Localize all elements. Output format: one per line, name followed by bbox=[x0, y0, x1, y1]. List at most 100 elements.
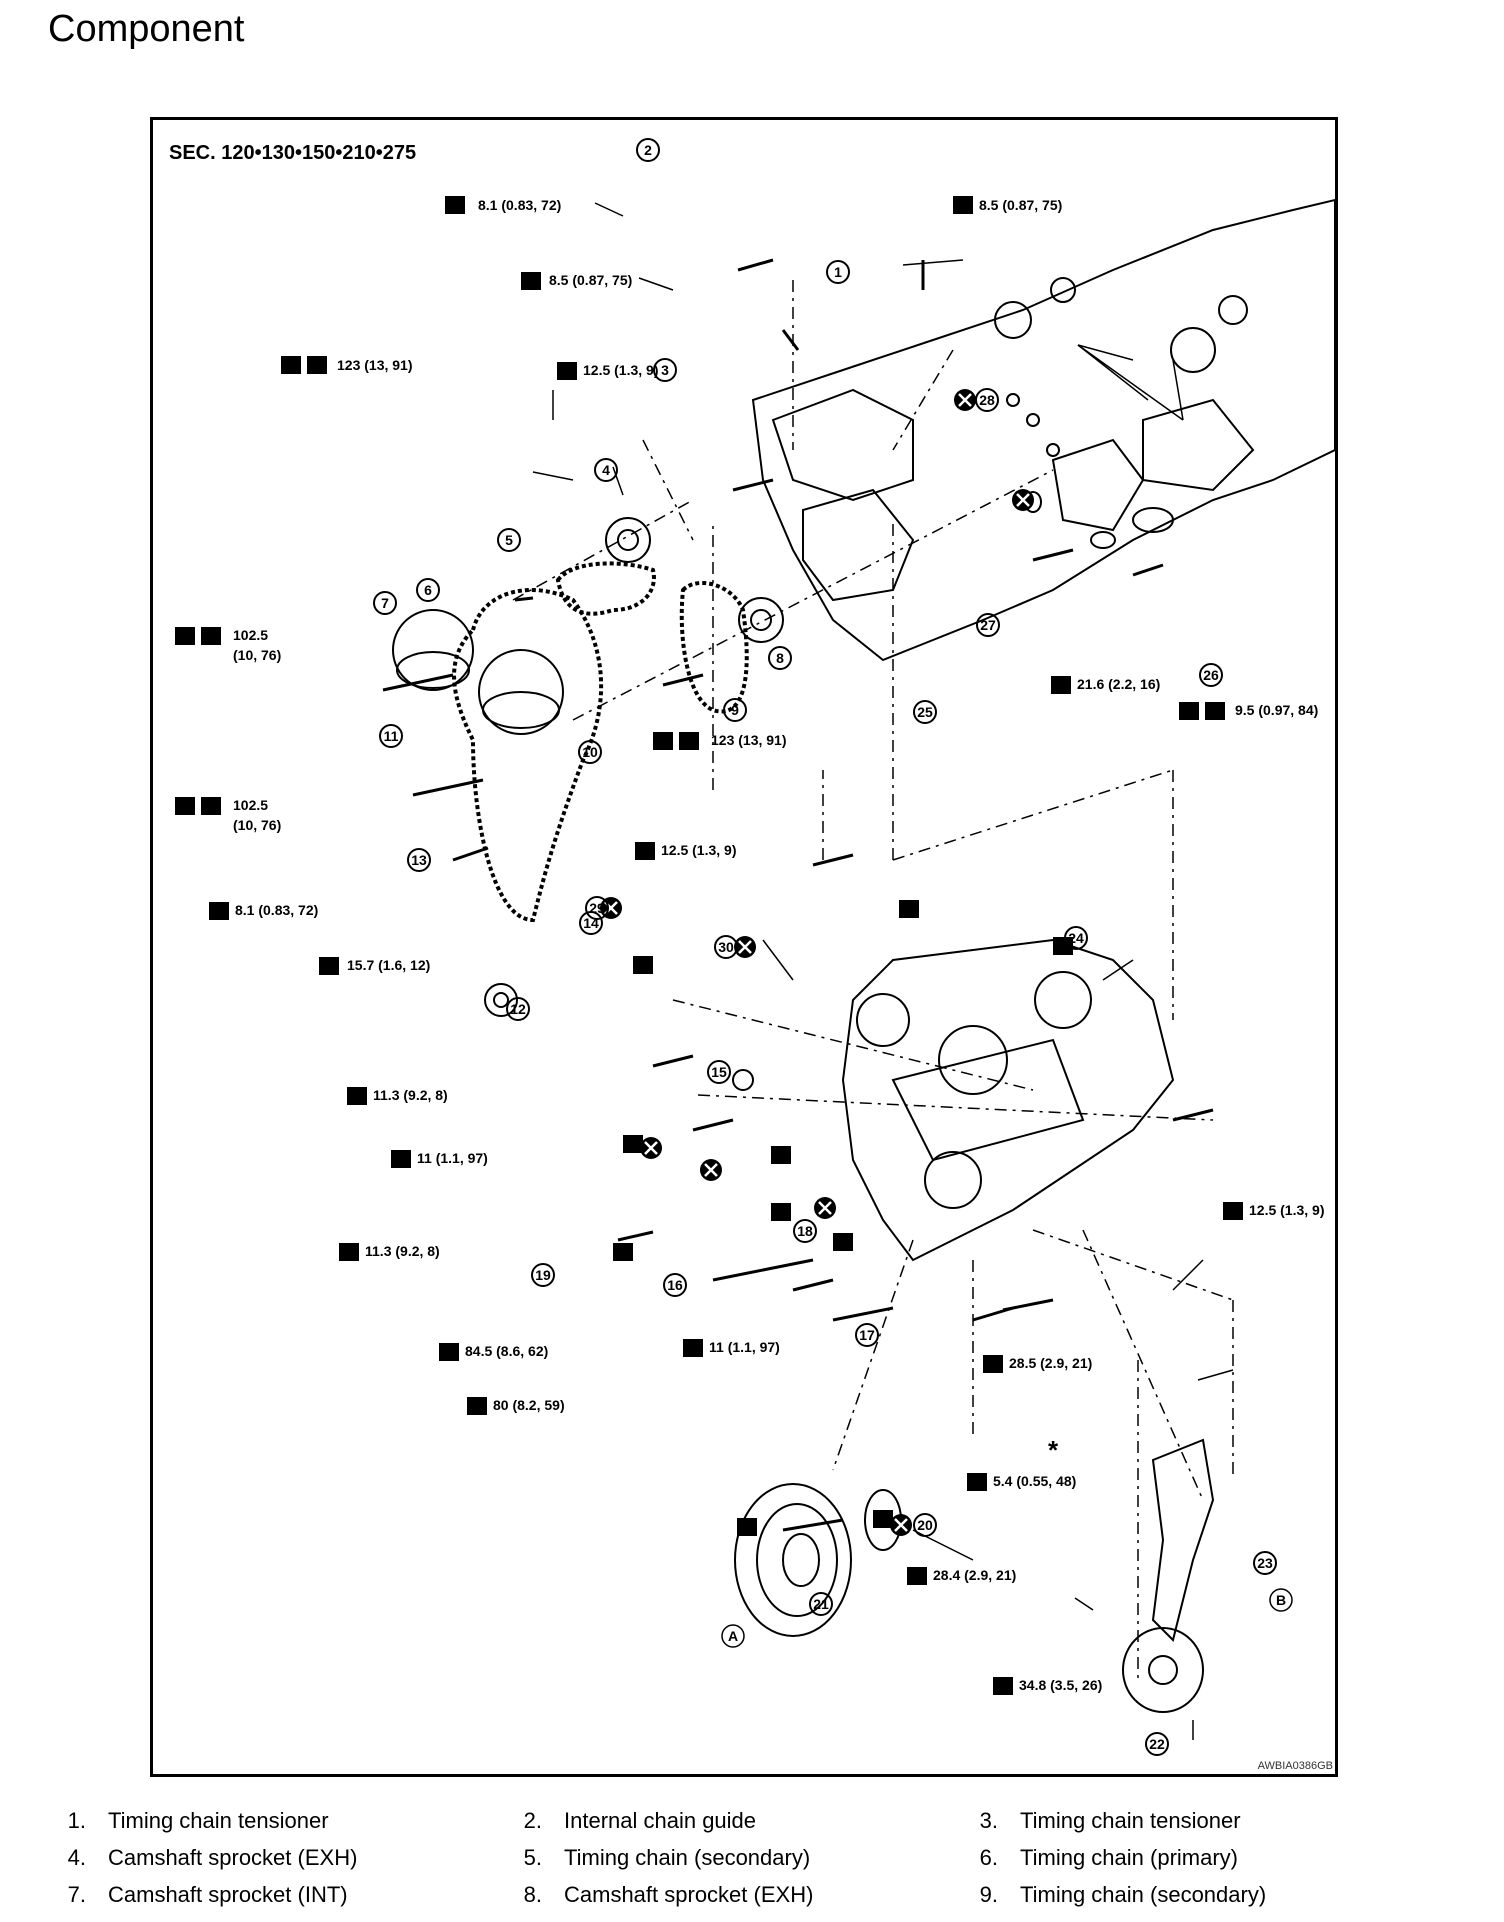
lubricate-icon bbox=[307, 356, 327, 374]
legend-item: 2.Internal chain guide bbox=[488, 1808, 756, 1834]
callout-number: 19 bbox=[535, 1267, 551, 1283]
torque-wrench-icon bbox=[635, 842, 655, 860]
callout-number: 29 bbox=[589, 900, 605, 916]
legend-item: 1. Timing chain tensioner bbox=[32, 1808, 329, 1834]
callout-number: 21 bbox=[813, 1596, 829, 1612]
torque-wrench-icon bbox=[983, 1355, 1003, 1373]
torque-label: 8.5 (0.87, 75) bbox=[979, 197, 1062, 213]
lubricate-icon bbox=[737, 1518, 757, 1536]
legend-item: 8.Camshaft sprocket (EXH) bbox=[488, 1882, 814, 1908]
torque-label: 102.5 bbox=[233, 797, 268, 813]
callout-numbers: 1 2 3 4 5 6 7 8 9 10 11 12 13 14 15 16 1… bbox=[381, 142, 1273, 1752]
callout-number: 22 bbox=[1149, 1736, 1165, 1752]
torque-wrench-icon bbox=[521, 272, 541, 290]
legend-number: 7. bbox=[67, 1882, 86, 1907]
callout-number: 14 bbox=[583, 915, 599, 931]
callout-number: 1 bbox=[834, 264, 842, 280]
sealant-icon bbox=[633, 956, 653, 974]
legend-number: 8. bbox=[523, 1882, 542, 1907]
torque-wrench-icon bbox=[319, 957, 339, 975]
sealant-icon bbox=[833, 1233, 853, 1251]
legend-number: 9. bbox=[979, 1882, 998, 1907]
chain-drawings bbox=[452, 561, 749, 923]
legend-text: Camshaft sprocket (EXH) bbox=[108, 1845, 358, 1870]
torque-wrench-icon bbox=[557, 362, 577, 380]
torque-icons bbox=[175, 196, 1243, 1695]
torque-label: 11.3 (9.2, 8) bbox=[365, 1243, 440, 1259]
assembly-guide-lines bbox=[512, 280, 1234, 1680]
engine-block-drawing bbox=[751, 198, 1335, 662]
leader-lines bbox=[532, 202, 1234, 1740]
torque-label: 34.8 (3.5, 26) bbox=[1019, 1677, 1102, 1693]
torque-wrench-icon bbox=[1223, 1202, 1243, 1220]
legend-text: Timing chain (secondary) bbox=[1020, 1882, 1267, 1907]
torque-wrench-icon bbox=[1205, 702, 1225, 720]
legend-number: 5. bbox=[523, 1845, 542, 1870]
torque-label: (10, 76) bbox=[233, 647, 281, 663]
lubricate-icon bbox=[201, 797, 221, 815]
sealant-icon bbox=[1179, 702, 1199, 720]
legend-number: 2. bbox=[523, 1808, 542, 1833]
legend-text: Timing chain (primary) bbox=[1020, 1845, 1239, 1870]
torque-label: 123 (13, 91) bbox=[337, 357, 413, 373]
legend-item: 3.Timing chain tensioner bbox=[944, 1808, 1241, 1834]
callout-number: 6 bbox=[424, 582, 432, 598]
torque-label: 80 (8.2, 59) bbox=[493, 1397, 565, 1413]
torque-label: 84.5 (8.6, 62) bbox=[465, 1343, 548, 1359]
torque-wrench-icon bbox=[683, 1339, 703, 1357]
sealant-icon bbox=[1053, 937, 1073, 955]
legend-number: 1. bbox=[67, 1808, 86, 1833]
callout-number: 9 bbox=[731, 702, 739, 718]
figure-code: AWBIA0386GB bbox=[1257, 1760, 1333, 1772]
callout-number: 5 bbox=[505, 532, 513, 548]
callout-number: 3 bbox=[661, 362, 669, 378]
torque-label: 8.5 (0.87, 75) bbox=[549, 272, 632, 288]
pulley-drawings bbox=[734, 1438, 1215, 1713]
front-cover-drawing bbox=[841, 938, 1175, 1262]
callout-number: 2 bbox=[644, 142, 652, 158]
callouts bbox=[373, 138, 1277, 1756]
bolt-drawings bbox=[382, 258, 1214, 1532]
torque-label: 12.5 (1.3, 9) bbox=[1249, 1202, 1325, 1218]
callout-number: 18 bbox=[797, 1223, 813, 1239]
torque-wrench-icon bbox=[209, 902, 229, 920]
callout-number: 10 bbox=[582, 744, 598, 760]
torque-wrench-icon bbox=[1051, 676, 1071, 694]
lubricate-icon bbox=[873, 1510, 893, 1528]
torque-wrench-icon bbox=[967, 1473, 987, 1491]
torque-wrench-icon bbox=[467, 1397, 487, 1415]
legend-text: Timing chain tensioner bbox=[108, 1808, 329, 1833]
do-not-reuse-icons bbox=[600, 389, 1034, 1536]
torque-label: 28.4 (2.9, 21) bbox=[933, 1567, 1016, 1583]
callout-number: 25 bbox=[917, 704, 933, 720]
lubricate-icon bbox=[623, 1135, 643, 1153]
torque-label: 8.1 (0.83, 72) bbox=[235, 902, 318, 918]
torque-wrench-icon bbox=[445, 196, 465, 214]
legend-text: Timing chain (secondary) bbox=[564, 1845, 811, 1870]
sealant-icon bbox=[899, 900, 919, 918]
torque-wrench-icon bbox=[907, 1567, 927, 1585]
torque-wrench-icon bbox=[347, 1087, 367, 1105]
torque-label: 8.1 (0.83, 72) bbox=[478, 197, 561, 213]
callout-number: 16 bbox=[667, 1277, 683, 1293]
torque-label: 12.5 (1.3, 9) bbox=[661, 842, 737, 858]
legend-item: 6. Timing chain (primary) bbox=[944, 1845, 1238, 1871]
lubricate-icon bbox=[771, 1203, 791, 1221]
callout-number: 27 bbox=[980, 617, 996, 633]
lubricate-icon bbox=[679, 732, 699, 750]
sealant-icon bbox=[613, 1243, 633, 1261]
section-reference: SEC. 120•130•150•210•275 bbox=[169, 142, 417, 164]
callout-number: 23 bbox=[1257, 1555, 1273, 1571]
legend-text: Timing chain tensioner bbox=[1020, 1808, 1241, 1833]
callout-number: 12 bbox=[510, 1001, 526, 1017]
callout-number: 24 bbox=[1068, 930, 1084, 946]
reference-letter: A bbox=[728, 1628, 738, 1644]
legend-number: 6. bbox=[979, 1845, 998, 1870]
torque-labels: 8.1 (0.83, 72) 8.5 (0.87, 75) 8.5 (0.87,… bbox=[233, 197, 1325, 1693]
legend-item: 7.Camshaft sprocket (INT) bbox=[32, 1882, 348, 1908]
torque-label: 5.4 (0.55, 48) bbox=[993, 1473, 1076, 1489]
legend-number: 4. bbox=[67, 1845, 86, 1870]
torque-wrench-icon bbox=[439, 1343, 459, 1361]
sprocket-drawings bbox=[392, 517, 784, 1091]
callout-number: 15 bbox=[711, 1064, 727, 1080]
